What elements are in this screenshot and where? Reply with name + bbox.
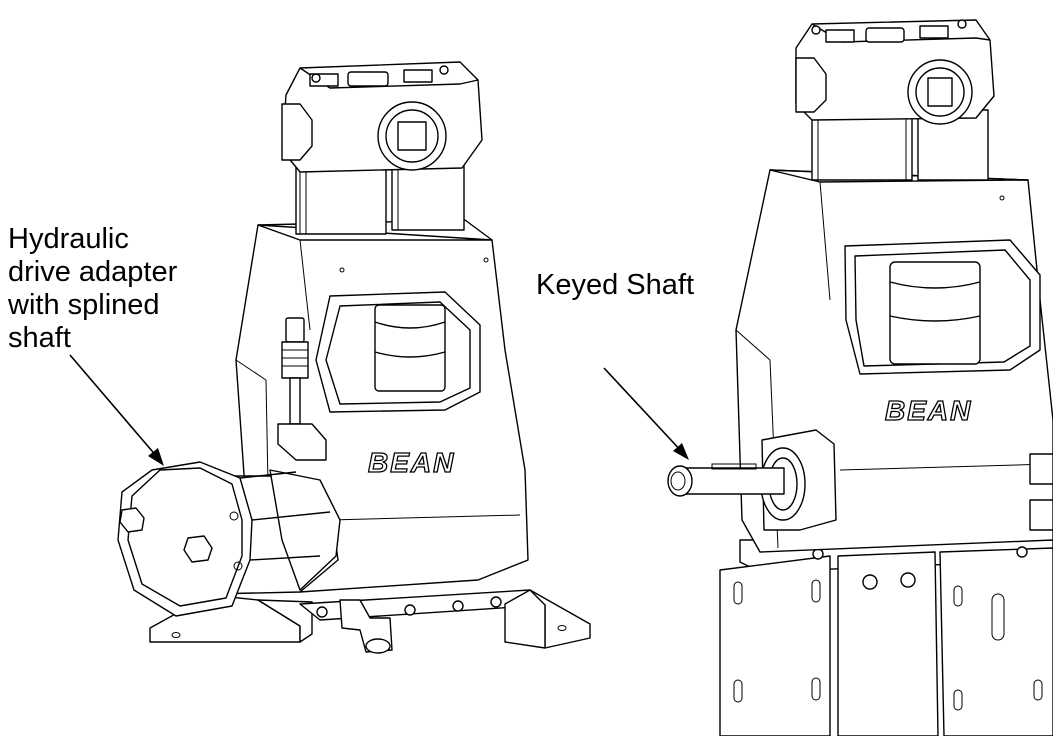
hydraulic-drive-adapter	[117, 461, 341, 617]
left-side-fitting	[277, 317, 327, 461]
right-base-plate	[719, 539, 1053, 737]
left-bottom-elbow	[316, 596, 502, 654]
keyed-shaft-label: Keyed Shaft	[536, 269, 694, 301]
hydraulic-label-line-1: Hydraulic	[8, 223, 129, 255]
keyed-leader-arrow	[603, 367, 689, 460]
hydraulic-label-line-2: drive adapter	[8, 256, 178, 288]
left-pump: BEAN	[117, 61, 591, 654]
right-bean-logo: BEAN	[885, 395, 972, 426]
right-manifold-head	[795, 19, 995, 125]
hydraulic-drive-label: Hydraulic drive adapter with splined sha…	[8, 223, 177, 355]
hydraulic-label-line-4: shaft	[8, 322, 71, 354]
right-pump: BEAN	[667, 19, 1053, 737]
right-cylinders	[811, 109, 989, 181]
left-manifold-head	[281, 61, 483, 173]
right-edge-fitting	[1029, 453, 1053, 531]
keyed-shaft	[667, 429, 837, 531]
hydraulic-leader-arrow	[69, 354, 164, 466]
hydraulic-label-line-3: with splined	[8, 289, 160, 321]
left-bean-logo: BEAN	[368, 447, 455, 478]
left-base-bracket	[149, 589, 591, 649]
